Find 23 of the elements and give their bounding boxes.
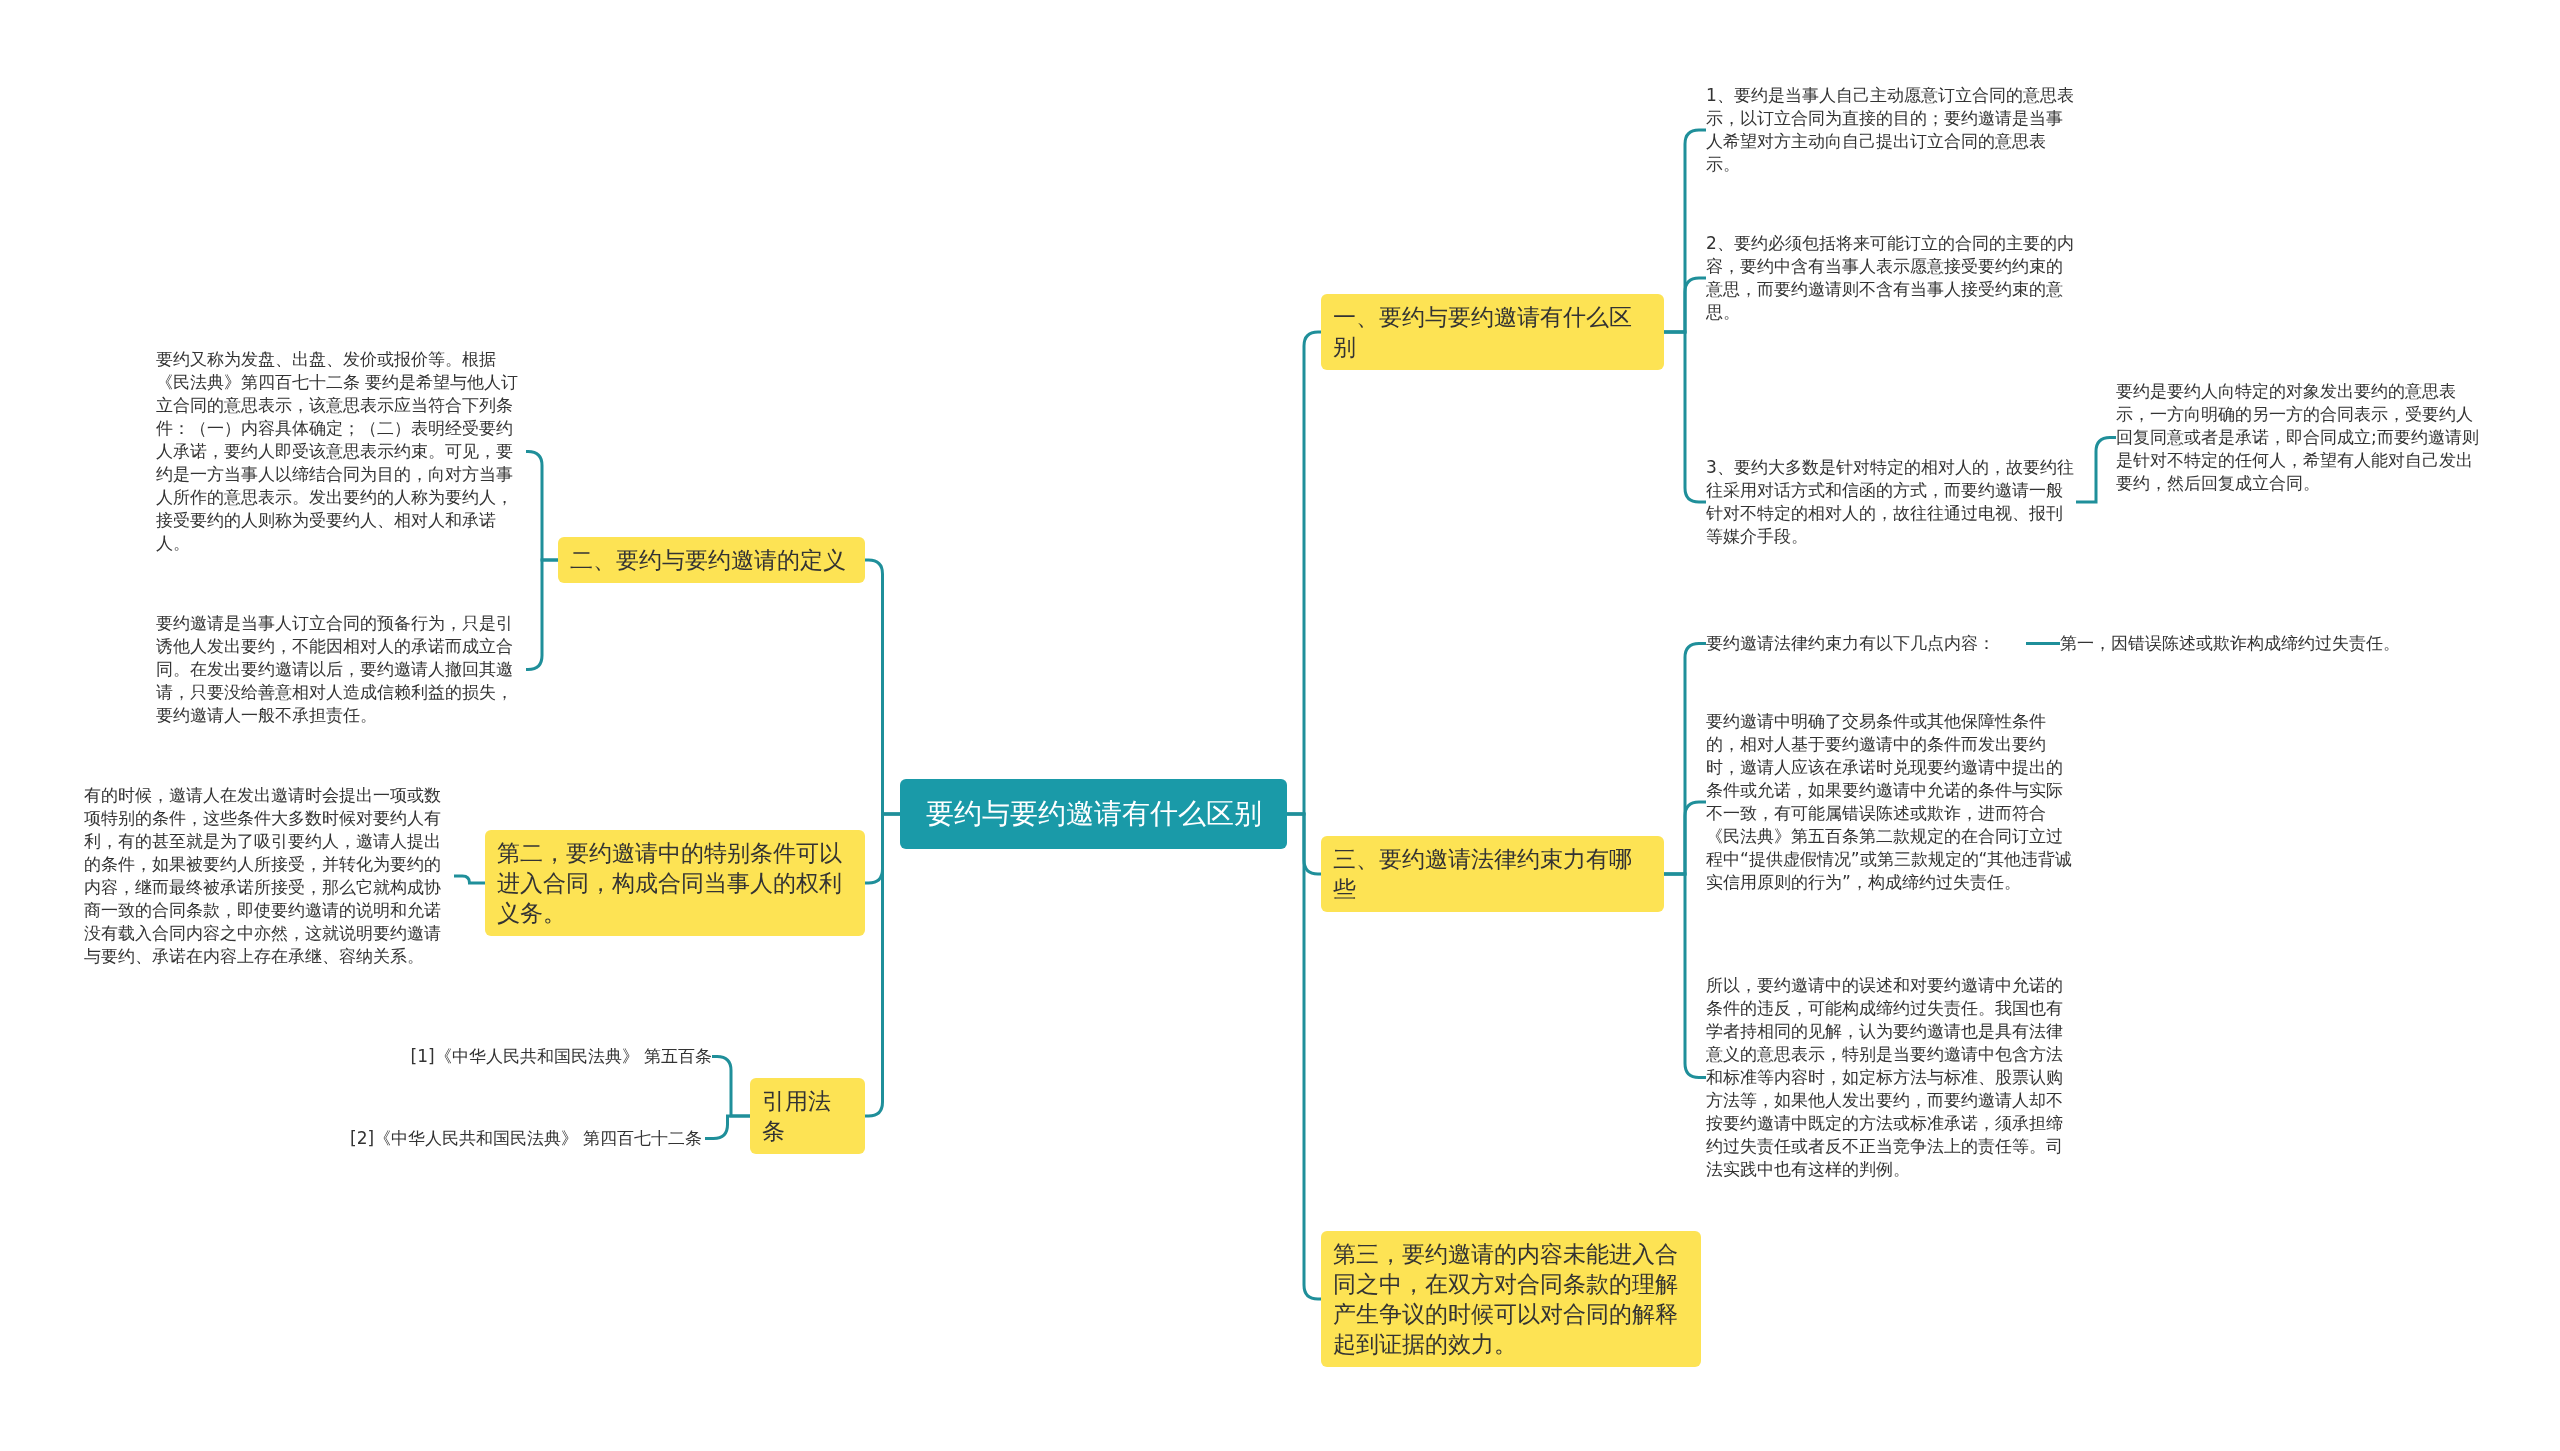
connector-line	[2026, 642, 2060, 645]
connector-line	[454, 874, 485, 885]
note-text: 所以，要约邀请中的误述和对要约邀请中允诺的条件的违反，可能构成缔约过失责任。我国也有学者持相同的见解，认为要约邀请也是具有法律意义的意思表示，特别是当要约邀请中包含方法和标准等内容时，如定标方法与标准、股票认购方法等，如果他人发出要约，而要约邀请人却不按要约邀请中既定的方法或标准承诺，须承担缔约过失责任或者反不正当竞争法上的责任等。司法实践中也有这样的判例。	[1706, 974, 2076, 1181]
note-text: 要约又称为发盘、出盘、发价或报价等。根据《民法典》第四百七十二条 要约是希望与他人订立合同的意思表示，该意思表示应当符合下列条件：（一）内容具体确定；（二）表明经受要约人承诺，要约人即受该意思表示约束。可见，要约是一方当事人以缔结合同为目的，向对方当事人所作的意思表示。发出要约的人称为要约人，接受要约的人则称为受要约人、相对人和承诺人。	[156, 348, 526, 555]
central-topic: 要约与要约邀请有什么区别	[900, 779, 1287, 849]
topic-box: 二、要约与要约邀请的定义	[558, 537, 865, 583]
note-text: 要约邀请是当事人订立合同的预备行为，只是引诱他人发出要约，不能因相对人的承诺而成立合同。在发出要约邀请以后，要约邀请人撤回其邀请，只要没给善意相对人造成信赖利益的损失，要约邀请人一般不承担责任。	[156, 612, 526, 727]
topic-box: 一、要约与要约邀请有什么区别	[1321, 294, 1664, 370]
note-text: 1、要约是当事人自己主动愿意订立合同的意思表示，以订立合同为直接的目的；要约邀请是当事人希望对方主动向自己提出订立合同的意思表示。	[1706, 84, 2076, 176]
note-text: 有的时候，邀请人在发出邀请时会提出一项或数项特别的条件，这些条件大多数时候对要约人有利，有的甚至就是为了吸引要约人，邀请人提出的条件，如果被要约人所接受，并转化为要约的内容，继而最终被承诺所接受，那么它就构成协商一致的合同条款，即使要约邀请的说明和允诺没有载入合同内容之中亦然，这就说明要约邀请与要约、承诺在内容上存在承继、容纳关系。	[84, 784, 454, 968]
topic-box: 三、要约邀请法律约束力有哪些	[1321, 836, 1664, 912]
note-text: 2、要约必须包括将来可能订立的合同的主要的内容，要约中含有当事人表示愿意接受要约约束的意思，而要约邀请则不含有当事人接受约束的意思。	[1706, 232, 2076, 324]
note-text: [2]《中华人民共和国民法典》 第四百七十二条	[350, 1127, 705, 1150]
note-text: 要约是要约人向特定的对象发出要约的意思表示，一方向明确的另一方的合同表示，受要约人回复同意或者是承诺，即合同成立;而要约邀请则是针对不特定的任何人，希望有人能对自己发出要约，然后回复成立合同。	[2116, 380, 2486, 495]
note-text: 3、要约大多数是针对特定的相对人的，故要约往往采用对话方式和信函的方式，而要约邀请一般针对不特定的相对人的，故往往通过电视、报刊等媒介手段。	[1706, 456, 2076, 548]
note-text: 要约邀请法律约束力有以下几点内容：	[1706, 632, 2026, 655]
topic-box: 第三，要约邀请的内容未能进入合同之中，在双方对合同条款的理解产生争议的时候可以对合同的解释起到证据的效力。	[1321, 1231, 1701, 1367]
connector-line	[705, 1114, 750, 1140]
note-text: 要约邀请中明确了交易条件或其他保障性条件的，相对人基于要约邀请中的条件而发出要约时，邀请人应该在承诺时兑现要约邀请中提出的条件或允诺，如果要约邀请中允诺的条件与实际不一致，有可能属错误陈述或欺诈，进而符合《民法典》第五百条第二款规定的在合同订立过程中“提供虚假情况”或第三款规定的“其他违背诚实信用原则的行为”，构成缔约过失责任。	[1706, 710, 2076, 894]
note-text: 第一，因错误陈述或欺诈构成缔约过失责任。	[2060, 632, 2460, 655]
topic-box: 引用法条	[750, 1078, 865, 1154]
note-text: [1]《中华人民共和国民法典》 第五百条	[380, 1045, 712, 1068]
topic-box: 第二，要约邀请中的特别条件可以进入合同，构成合同当事人的权利义务。	[485, 830, 865, 936]
